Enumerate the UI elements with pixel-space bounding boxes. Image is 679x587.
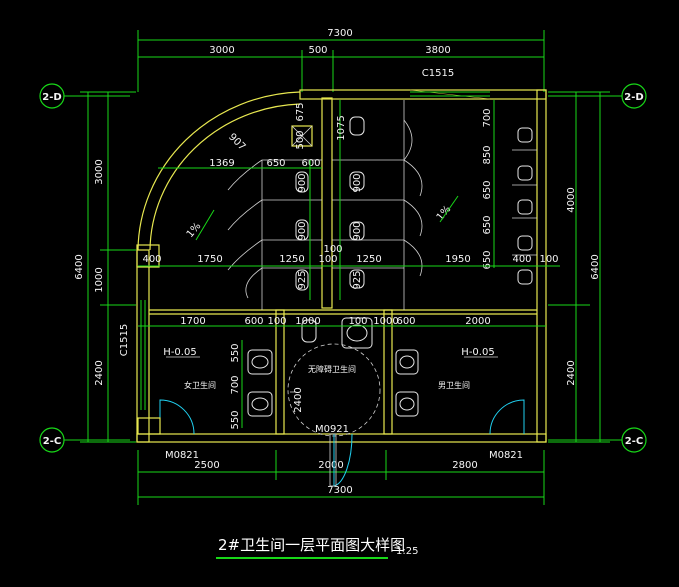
dim-sink-1: 550 — [230, 343, 241, 362]
dim-bottom-total: 7300 — [327, 485, 352, 496]
inner-dimensions: 1369 650 600 400 1750 1250 100 1250 1950… — [138, 100, 560, 430]
dim-stall-depth-right-2: 900 — [352, 221, 363, 240]
dim-small-100: 100 — [323, 244, 342, 255]
axis-label-top-right: 2-D — [624, 92, 643, 103]
window-label-top: C1515 — [422, 68, 454, 79]
dim-right-stack-4: 650 — [482, 215, 493, 234]
title-scale: 1:25 — [396, 546, 418, 557]
accessible-room — [287, 317, 381, 437]
dim-sink-2: 700 — [230, 375, 241, 394]
dim-inner-row-5: 100 — [348, 316, 367, 327]
dim-inner-row-4: 1000 — [295, 316, 320, 327]
dim-right-total: 6400 — [590, 254, 601, 279]
axis-label-top-left: 2-D — [42, 92, 61, 103]
dim-inner-row-2: 600 — [244, 316, 263, 327]
dim-left-total: 6400 — [74, 254, 85, 279]
dim-stall-row2-2: 1750 — [197, 254, 222, 265]
toilets-right — [349, 116, 365, 289]
walls — [136, 89, 547, 443]
drawing-title: 2#卫生间一层平面图大样图 1:25 — [216, 536, 418, 559]
dim-inner-row-3: 100 — [267, 316, 286, 327]
dim-stall-row2-6: 1950 — [445, 254, 470, 265]
level-label-right: H-0.05 — [461, 347, 494, 358]
dim-stall-depth-right-3: 925 — [352, 270, 363, 289]
dim-stall-row2-3: 1250 — [279, 254, 304, 265]
dim-stall-row2-7: 400 — [512, 254, 531, 265]
dim-small-675: 675 — [295, 102, 306, 121]
axis-markers: 2-D 2-D 2-C 2-C — [39, 83, 647, 453]
dim-sink-3: 550 — [230, 410, 241, 429]
door-label-right: M0821 — [489, 450, 523, 461]
dim-bottom-part-2: 2000 — [318, 460, 343, 471]
dim-stall-row2-1: 400 — [142, 254, 161, 265]
slope-label-left: 1% — [185, 221, 204, 240]
dim-stall-row1-2: 650 — [266, 158, 285, 169]
dim-stall-row1-3: 600 — [301, 158, 320, 169]
dim-stall-depth-left-3: 925 — [297, 270, 308, 289]
dim-stall-row2-8: 100 — [539, 254, 558, 265]
dim-stall-depth-right-1: 900 — [352, 173, 363, 192]
dim-inner-row-1: 1700 — [180, 316, 205, 327]
dim-right-stack-5: 650 — [482, 250, 493, 269]
dim-right-part-1: 4000 — [566, 187, 577, 212]
window-label-left: C1515 — [119, 324, 130, 356]
dim-right-stack-2: 850 — [482, 145, 493, 164]
dim-small-500: 500 — [295, 130, 306, 149]
stalls-left — [227, 159, 322, 310]
dim-bottom-part-3: 2800 — [452, 460, 477, 471]
dim-left-part-3: 2400 — [94, 360, 105, 385]
dim-top-total: 7300 — [327, 28, 352, 39]
left-dimensions: 6400 3000 1000 2400 C1515 — [74, 91, 136, 443]
bottom-dimensions: 2500 2000 2800 7300 — [137, 450, 545, 505]
urinals — [512, 127, 537, 285]
dim-inner-row-7: 600 — [396, 316, 415, 327]
dim-top-part-2: 500 — [308, 45, 327, 56]
dim-stall-row2-4: 100 — [318, 254, 337, 265]
dim-inner-row-6: 1000 — [373, 316, 398, 327]
top-dimensions: 7300 3000 500 3800 C1515 — [137, 28, 545, 92]
dim-stall-row2-5: 1250 — [356, 254, 381, 265]
stalls-right — [332, 100, 423, 310]
right-dimensions: 4000 2400 6400 700 850 650 650 650 — [482, 91, 610, 443]
dim-stall-depth-left-1: 900 — [297, 173, 308, 192]
dim-left-part-2: 1000 — [94, 267, 105, 292]
dim-stall-depth-left-2: 900 — [297, 221, 308, 240]
dim-bottom-part-1: 2500 — [194, 460, 219, 471]
dim-right-stack-3: 650 — [482, 180, 493, 199]
doors — [137, 399, 525, 487]
level-label-left: H-0.05 — [163, 347, 196, 358]
room-label-women: 女卫生间 — [184, 380, 216, 390]
dim-accessible: 2400 — [293, 387, 304, 412]
axis-label-bottom-left: 2-C — [43, 436, 61, 447]
axis-label-bottom-right: 2-C — [625, 436, 643, 447]
door-label-center: M0921 — [315, 424, 349, 435]
title-main: 2#卫生间一层平面图大样图 — [218, 536, 405, 554]
dim-right-stack-1: 700 — [482, 108, 493, 127]
dim-left-part-1: 3000 — [94, 159, 105, 184]
dim-right-part-2: 2400 — [566, 360, 577, 385]
dim-arc-radius: 907 — [226, 132, 247, 153]
dim-top-part-3: 3800 — [425, 45, 450, 56]
room-label-men: 男卫生间 — [438, 380, 470, 390]
room-label-accessible: 无障碍卫生间 — [308, 364, 356, 374]
dim-small-1075: 1075 — [336, 115, 347, 140]
room-labels: H-0.05 H-0.05 女卫生间 男卫生间 无障碍卫生间 M0821 M08… — [163, 195, 523, 461]
dim-stall-row1-1: 1369 — [209, 158, 234, 169]
door-label-left: M0821 — [165, 450, 199, 461]
dim-top-part-1: 3000 — [209, 45, 234, 56]
dim-inner-row-8: 2000 — [465, 316, 490, 327]
sinks — [247, 349, 419, 417]
toilets-left — [295, 171, 309, 291]
